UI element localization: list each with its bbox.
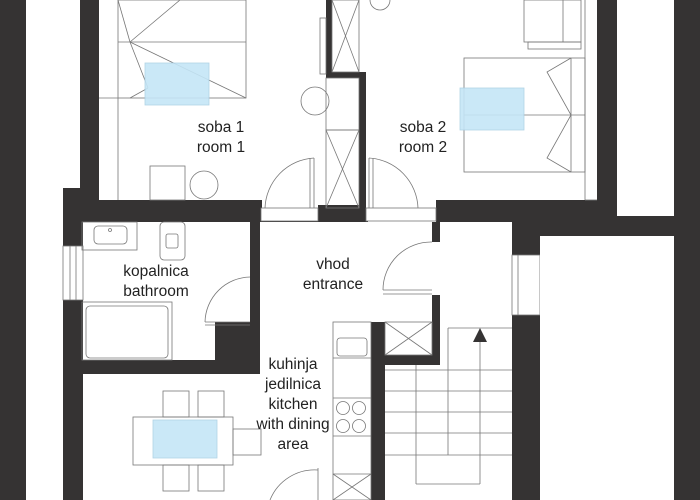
room-2-name-en: room 2 — [398, 139, 448, 156]
label-highlights — [144, 62, 525, 459]
doors — [204, 157, 433, 500]
stair-arrow-icon — [473, 328, 487, 342]
windows — [62, 207, 541, 316]
room-2-label: soba 2 room 2 — [378, 118, 468, 158]
room-1-name-en: room 1 — [196, 139, 246, 156]
kitchen-name-en-2: with dining — [256, 416, 330, 433]
bathroom-name-en: bathroom — [123, 283, 189, 300]
bathroom-name-sl: kopalnica — [123, 263, 189, 280]
entrance-label: vhod entrance — [293, 255, 373, 295]
furniture — [81, 0, 597, 500]
kitchen-name-en-3: area — [277, 436, 309, 453]
kitchen-name-sl-1: kuhinja — [268, 356, 318, 373]
room-2-name-sl: soba 2 — [399, 119, 447, 136]
entrance-name-en: entrance — [302, 276, 364, 293]
room-1-name-sl: soba 1 — [197, 119, 245, 136]
kitchen-label: kuhinja jedilnica kitchen with dining ar… — [248, 355, 338, 455]
bathroom-label: kopalnica bathroom — [106, 262, 206, 302]
kitchen-name-en-1: kitchen — [268, 396, 318, 413]
room-1-label: soba 1 room 1 — [176, 118, 266, 158]
entrance-name-sl: vhod — [316, 256, 350, 273]
kitchen-name-sl-2: jedilnica — [264, 376, 321, 393]
staircase — [385, 327, 512, 485]
